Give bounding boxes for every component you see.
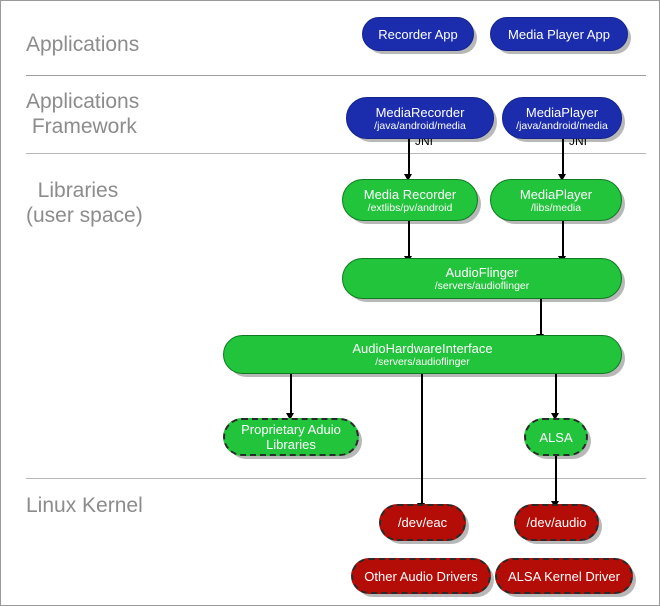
node-audioflinger[interactable]: AudioFlinger /servers/audioflinger	[342, 258, 622, 299]
node-audioflinger-title: AudioFlinger	[445, 265, 519, 280]
node-mediaplayer-lib-subtitle: /libs/media	[530, 201, 582, 214]
node-mediaplayer-framework[interactable]: MediaPlayer /java/android/media	[502, 97, 622, 139]
node-proprietary-audio-libraries-title: Proprietary Aduio	[241, 422, 341, 437]
layer-label-applications-framework: Applications Framework	[26, 90, 140, 138]
node-dev-eac[interactable]: /dev/eac	[379, 504, 466, 541]
node-dev-audio-title: /dev/audio	[526, 515, 587, 530]
node-mediaplayer-lib[interactable]: MediaPlayer /libs/media	[490, 179, 622, 221]
node-other-audio-drivers[interactable]: Other Audio Drivers	[351, 558, 491, 594]
node-mediarecorder[interactable]: MediaRecorder /java/android/media	[346, 97, 494, 139]
arrowhead-audiohardwareinterface-to-proprietary-audio-libraries	[286, 413, 294, 420]
node-media-recorder-lib[interactable]: Media Recorder /extlibs/pv/android	[342, 179, 478, 221]
node-mediarecorder-title: MediaRecorder	[375, 104, 465, 120]
connector-audiohardwareinterface-to-proprietary-audio-libraries	[290, 374, 292, 416]
layer-label-applications: Applications	[26, 33, 140, 56]
connector-mediaplayer-to-mediaplayer-lib	[562, 139, 564, 177]
connector-audioflinger-to-audiohardwareinterface	[540, 299, 542, 337]
node-media-recorder-lib-subtitle: /extlibs/pv/android	[367, 201, 453, 214]
node-alsa[interactable]: ALSA	[524, 418, 588, 456]
node-mediaplayer-framework-title: MediaPlayer	[525, 104, 599, 120]
divider-libraries	[26, 478, 646, 479]
connector-mediarecorder-to-media-recorder-lib	[408, 139, 410, 177]
connector-mediaplayer-lib-to-audioflinger	[562, 221, 564, 259]
node-media-recorder-lib-title: Media Recorder	[363, 186, 457, 202]
node-alsa-kernel-driver[interactable]: ALSA Kernel Driver	[495, 558, 633, 594]
node-recorder-app[interactable]: Recorder App	[362, 17, 474, 51]
node-recorder-app-title: Recorder App	[378, 26, 458, 42]
node-media-player-app-title: Media Player App	[508, 26, 610, 42]
connector-audiohardwareinterface-to-dev-eac	[421, 374, 423, 506]
node-alsa-kernel-driver-title: ALSA Kernel Driver	[508, 568, 620, 584]
node-other-audio-drivers-title: Other Audio Drivers	[364, 568, 478, 584]
node-audiohardwareinterface[interactable]: AudioHardwareInterface /servers/audiofli…	[223, 335, 622, 374]
node-audioflinger-subtitle: /servers/audioflinger	[434, 280, 530, 292]
node-media-player-app[interactable]: Media Player App	[490, 17, 628, 51]
divider-applications-framework	[26, 153, 646, 154]
node-proprietary-audio-libraries[interactable]: Proprietary Aduio Libraries	[223, 418, 359, 456]
node-mediaplayer-lib-title: MediaPlayer	[519, 186, 593, 202]
node-proprietary-audio-libraries-subtitle: Libraries	[266, 437, 316, 452]
node-alsa-title: ALSA	[539, 429, 573, 445]
arrowhead-mediaplayer-to-mediaplayer-lib	[558, 174, 566, 181]
arrowhead-mediarecorder-to-media-recorder-lib	[404, 174, 412, 181]
node-dev-audio[interactable]: /dev/audio	[514, 504, 599, 541]
connector-alsa-to-dev-audio	[555, 456, 557, 504]
node-mediarecorder-subtitle: /java/android/media	[374, 119, 466, 132]
node-dev-eac-title: /dev/eac	[397, 515, 448, 530]
node-audiohardwareinterface-subtitle: /servers/audioflinger	[375, 356, 470, 368]
divider-applications	[26, 75, 646, 76]
layer-label-libraries: Libraries (user space)	[26, 179, 143, 227]
node-mediaplayer-framework-subtitle: /java/android/media	[516, 119, 608, 132]
connector-media-recorder-lib-to-audioflinger	[408, 221, 410, 259]
layer-label-linux-kernel: Linux Kernel	[26, 494, 143, 517]
arrowhead-audiohardwareinterface-to-alsa	[551, 413, 559, 420]
node-audiohardwareinterface-title: AudioHardwareInterface	[352, 341, 493, 356]
connector-audiohardwareinterface-to-alsa	[555, 374, 557, 416]
